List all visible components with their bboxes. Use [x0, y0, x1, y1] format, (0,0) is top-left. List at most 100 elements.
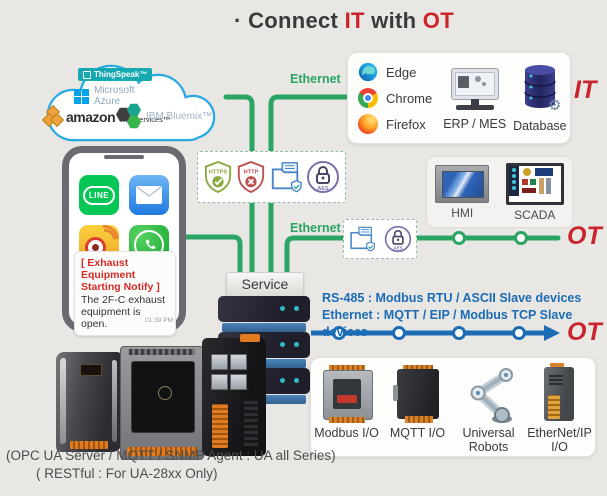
- ot-devices-card: Modbus I/O MQTT I/O Universal Robots: [310, 357, 596, 457]
- ethernet-ports: [211, 354, 247, 390]
- ua-controller-device-2: [120, 346, 204, 460]
- ethernet-label-mid: Ethernet: [290, 221, 341, 235]
- http-label: HTTP: [244, 169, 259, 175]
- thingspeak-label: ThingSpeak™: [94, 70, 148, 79]
- scada-item: SCADA: [505, 162, 564, 222]
- ethernet-ip-io-label: EtherNet/IP I/O: [527, 426, 592, 454]
- ot-zone-label-top: OT: [567, 222, 602, 250]
- browser-chrome-label: Chrome: [386, 90, 433, 106]
- universal-robots-label: Universal Robots: [462, 426, 515, 454]
- hmi-item: HMI: [435, 164, 490, 220]
- bus-node: [332, 326, 346, 340]
- aes-label: AES: [393, 246, 402, 251]
- ua-controller-device-1: [56, 352, 122, 452]
- notification-time: 01:39 PM: [145, 317, 173, 324]
- server-unit: [218, 296, 310, 322]
- azure-label: Azure: [94, 95, 121, 107]
- title-it: IT: [344, 8, 365, 33]
- mqtt-io-item: MQTT I/O: [385, 365, 451, 441]
- modbus-io-item: Modbus I/O: [314, 365, 380, 441]
- thingspeak-icon: [83, 70, 91, 79]
- erp-computer-icon: [449, 66, 501, 114]
- terminal-connector: [127, 447, 197, 456]
- aes-label: AES: [318, 186, 330, 192]
- https-shield-icon: HTTPS: [204, 160, 231, 194]
- cloud-platforms: ThingSpeak™ Microsoft Azure amazon web s…: [28, 55, 233, 150]
- ethernet-node: [452, 231, 466, 245]
- wire-service-to-ot: [284, 235, 561, 285]
- aws-cubes-icon: [41, 104, 65, 129]
- page-title: · Connect IT with OT: [234, 8, 454, 34]
- notification-title: [ Exhaust Equipment Starting Notify ]: [81, 257, 160, 294]
- hmi-panel-icon: [435, 164, 490, 203]
- modbus-io-module-icon: [321, 365, 373, 423]
- aes-lock-icon: AES: [384, 225, 412, 253]
- title-ot: OT: [422, 8, 454, 33]
- database-item: ⚙ Database: [510, 63, 570, 133]
- title-with: with: [371, 8, 417, 33]
- ethernet-label-top: Ethernet: [290, 72, 341, 86]
- bluemix-logo: IBM Bluemix™: [116, 103, 212, 129]
- server-slab: [222, 323, 306, 332]
- microsoft-label: Microsoft: [94, 85, 135, 96]
- hmi-scada-card: HMI SCADA: [426, 156, 573, 228]
- smartphone: LINE [ Exhaust Equipment Starting: [62, 146, 186, 337]
- wire-phone-to-service: [181, 234, 243, 285]
- browser-firefox: Firefox: [358, 114, 440, 134]
- ethernet-ip-io-item: EtherNet/IP I/O: [527, 363, 593, 455]
- bluemix-label: IBM Bluemix™: [146, 110, 213, 122]
- terminal-connector: [70, 441, 108, 449]
- wire-cloud-to-service: [223, 94, 255, 285]
- secure-folder-icon: [350, 226, 376, 252]
- phone-speaker: [104, 155, 144, 159]
- bus-node: [512, 326, 526, 340]
- http-blocked-shield-icon: HTTP: [237, 160, 264, 194]
- footer-note-1: (OPC UA Server / MQTT / SNMP Agent : UA …: [6, 448, 336, 463]
- service-label-plate: Service: [226, 272, 304, 297]
- security-features-box: HTTPS HTTP AES: [197, 151, 346, 203]
- amazon-label: amazon: [66, 109, 116, 125]
- ethernet-info: Ethernet : MQTT / EIP / Modbus TCP Slave…: [322, 307, 573, 339]
- bus-protocol-info: RS-485 : Modbus RTU / ASCII Slave device…: [322, 290, 607, 341]
- aws-sublabel: web services™: [119, 115, 171, 124]
- chrome-icon: [358, 88, 378, 108]
- bluemix-hexagons-icon: [116, 103, 142, 129]
- line-label: LINE: [82, 185, 116, 205]
- browser-chrome: Chrome: [358, 88, 440, 108]
- notification-bubble: [ Exhaust Equipment Starting Notify ] Th…: [74, 251, 176, 337]
- footer-note-2: ( RESTful : For UA-28xx Only): [36, 466, 218, 481]
- aes-lock-icon: AES: [307, 161, 340, 193]
- title-connect: Connect: [248, 8, 339, 33]
- database-icon: ⚙: [518, 63, 562, 116]
- line-app-icon: LINE: [79, 175, 119, 215]
- it-zone-label: IT: [574, 76, 597, 104]
- wire-itcard-to-service: [268, 94, 350, 285]
- ot-security-box: AES: [343, 219, 417, 259]
- browser-edge: Edge: [358, 62, 440, 82]
- ethernet-node: [514, 231, 528, 245]
- browser-edge-label: Edge: [386, 64, 417, 80]
- rs485-info: RS-485 : Modbus RTU / ASCII Slave device…: [322, 291, 582, 305]
- secure-folder-icon: [271, 162, 302, 193]
- mail-app-icon: [129, 175, 169, 215]
- firefox-icon: [358, 114, 378, 134]
- microsoft-icon: [74, 89, 89, 104]
- database-label: Database: [513, 119, 567, 133]
- erp-mes-label: ERP / MES: [443, 116, 507, 131]
- bus-node: [452, 326, 466, 340]
- universal-robots-item: Universal Robots: [456, 365, 522, 455]
- bus-node: [392, 326, 406, 340]
- mqtt-io-label: MQTT I/O: [389, 426, 446, 440]
- svg-text:⚙: ⚙: [548, 97, 561, 111]
- ua-controller-device-3: [202, 334, 266, 456]
- it-software-card: Edge Chrome Firefox ERP / MES: [347, 52, 571, 144]
- browser-firefox-label: Firefox: [386, 116, 426, 132]
- modbus-io-label: Modbus I/O: [314, 426, 379, 440]
- mqtt-io-module-icon: [392, 365, 443, 423]
- aws-logo: amazon web services™: [41, 104, 171, 129]
- robot-arm-icon: [462, 365, 516, 423]
- ot-zone-label-bottom: OT: [567, 318, 602, 346]
- thingspeak-logo: ThingSpeak™: [78, 68, 153, 81]
